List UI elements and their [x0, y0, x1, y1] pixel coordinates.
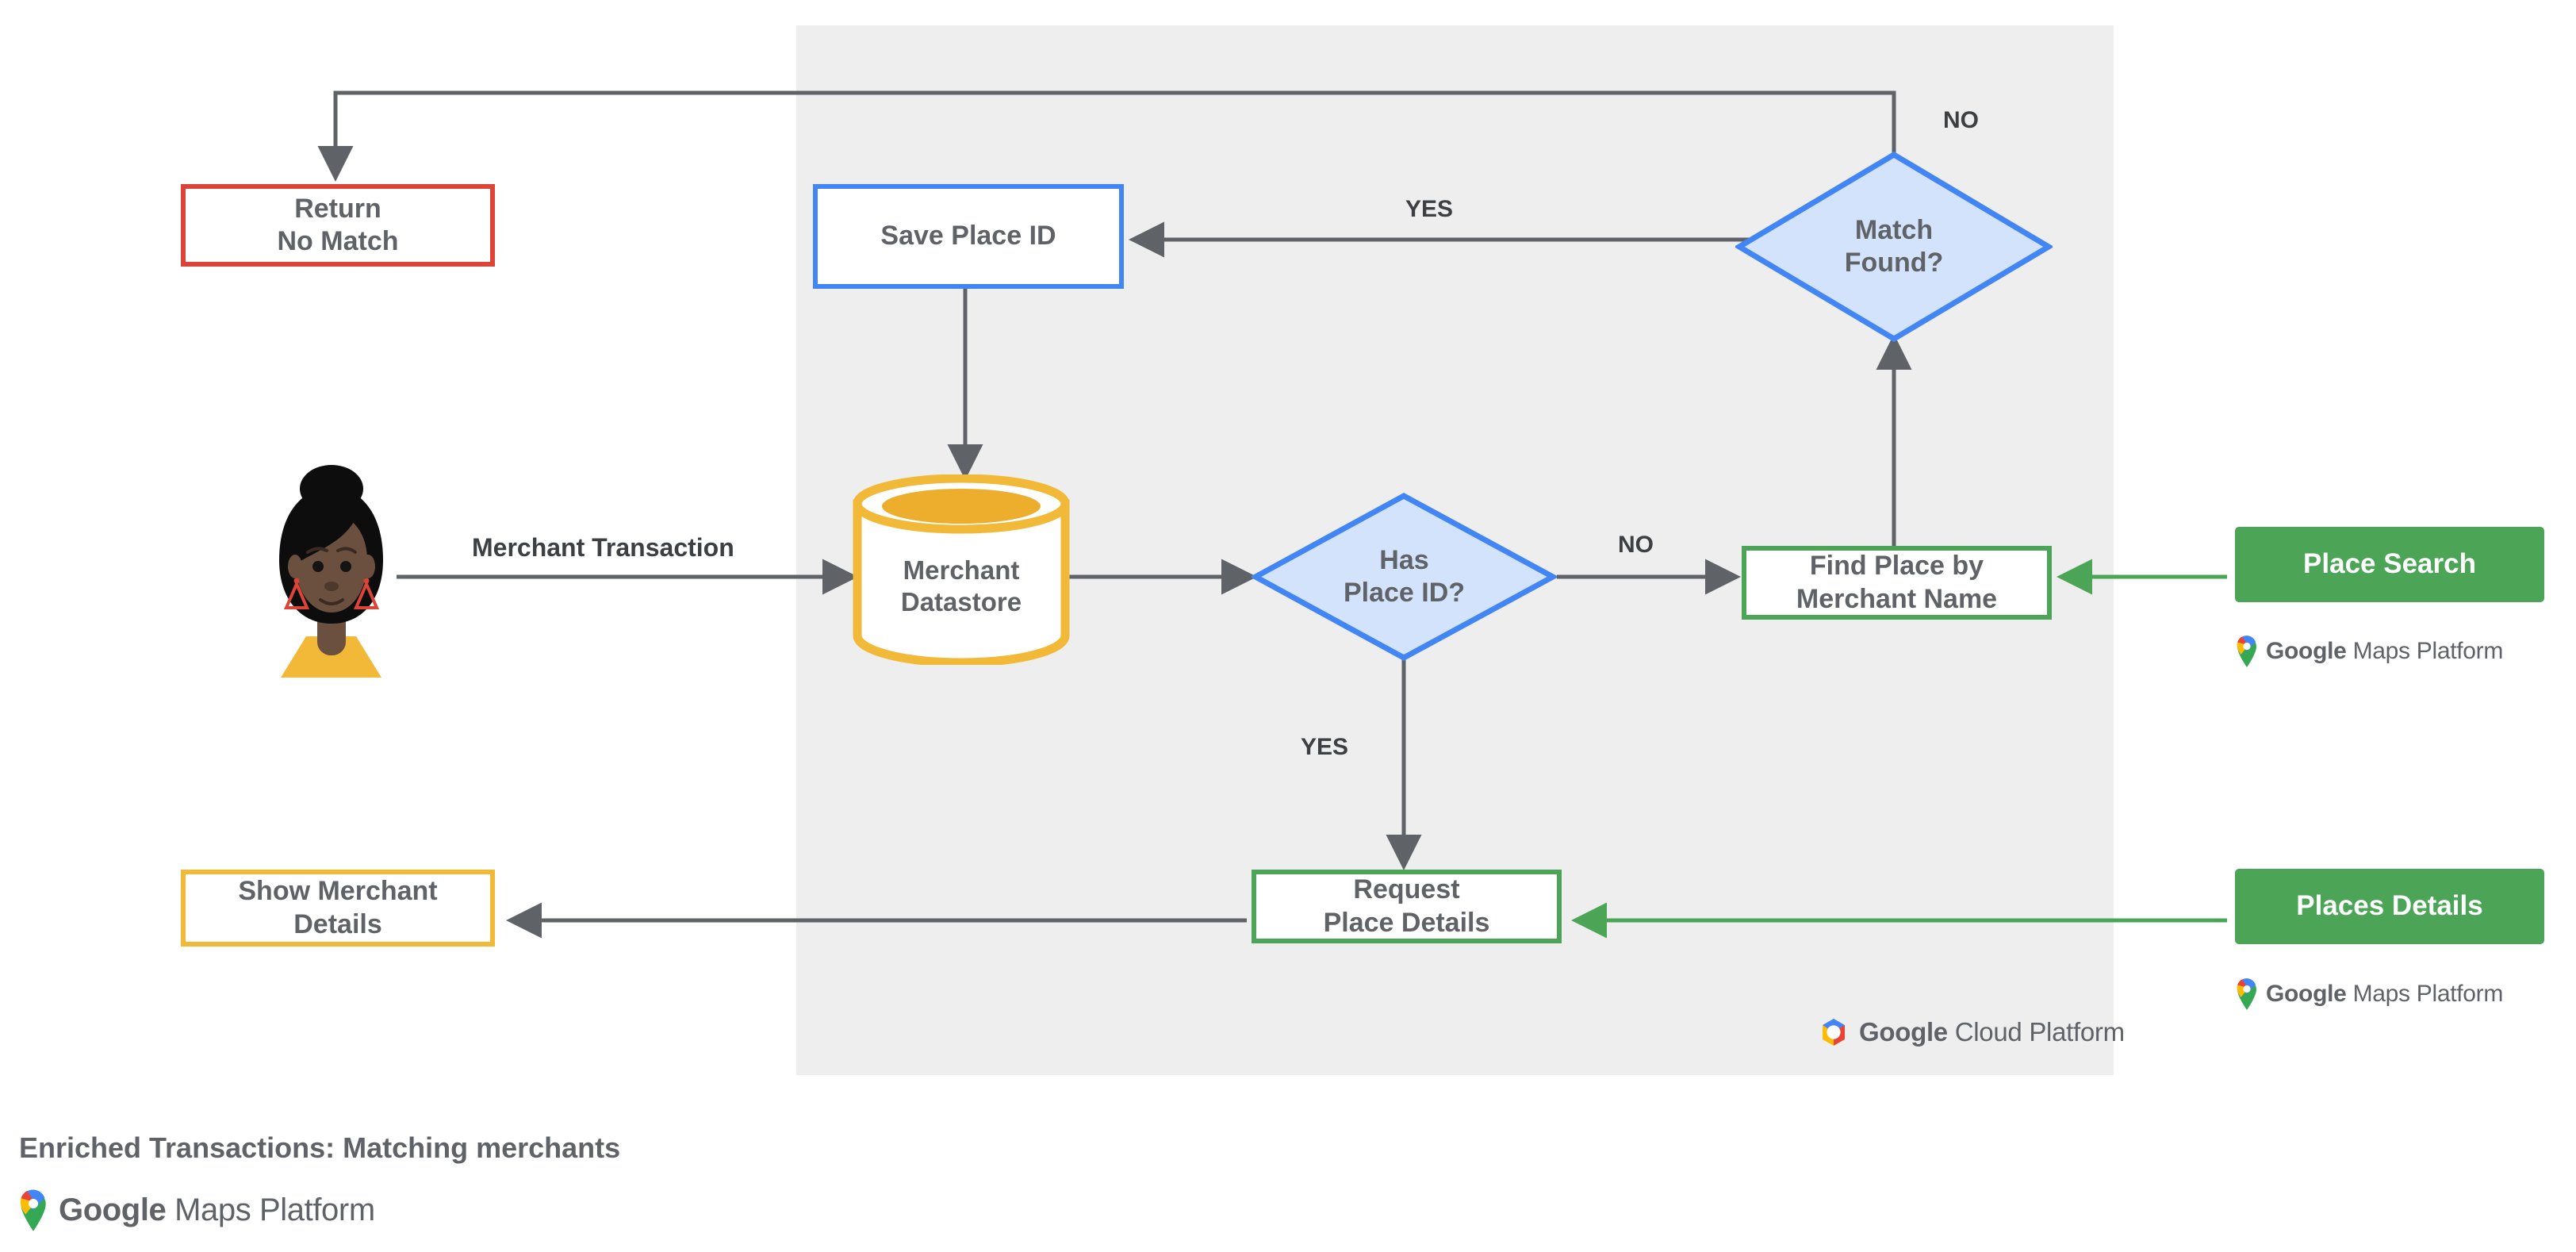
node-request-place-details[interactable]: Request Place Details — [1252, 870, 1562, 943]
node-show-merchant-details[interactable]: Show Merchant Details — [181, 870, 495, 947]
footer-google-maps-platform-logo: Google Maps Platform — [17, 1189, 375, 1232]
node-merchant-datastore-label: Merchant Datastore — [900, 555, 1022, 616]
google-maps-platform-logo-places-details: Google Maps Platform — [2235, 977, 2503, 1011]
google-maps-platform-logo-place-search: Google Maps Platform — [2235, 635, 2503, 668]
node-match-found-label: Match Found? — [1844, 214, 1944, 278]
google-maps-pin-icon — [20, 1189, 46, 1231]
node-match-found[interactable]: Match Found? — [1735, 151, 2053, 343]
google-cloud-platform-logo-text: Google Cloud Platform — [1859, 1017, 2125, 1047]
match-found-diamond-shape — [1735, 151, 2053, 343]
edge-label-no-match-found: NO — [1943, 107, 1979, 133]
logo-word-maps-platform: Maps Platform — [2346, 981, 2504, 1007]
node-return-no-match[interactable]: Return No Match — [181, 184, 495, 267]
logo-word-google: Google — [59, 1192, 167, 1227]
footer-logo-text: Google Maps Platform — [59, 1192, 375, 1228]
logo-word-cloud-platform: Cloud Platform — [1947, 1017, 2125, 1047]
node-merchant-datastore[interactable]: Merchant Datastore — [853, 474, 1070, 665]
google-cloud-platform-logo: Google Cloud Platform — [1818, 1016, 2125, 1048]
datastore-cylinder-shape — [853, 474, 1070, 665]
node-has-place-id-label: Has Place ID? — [1343, 544, 1466, 608]
google-maps-pin-icon — [2237, 978, 2256, 1010]
edge-label-no-has-place-id: NO — [1618, 532, 1654, 558]
node-has-place-id[interactable]: Has Place ID? — [1252, 492, 1557, 662]
edge-label-merchant-transaction: Merchant Transaction — [472, 533, 734, 562]
node-places-details[interactable]: Places Details — [2235, 869, 2544, 944]
google-cloud-hexagon-icon — [1823, 1019, 1845, 1046]
google-maps-platform-logo-text: Google Maps Platform — [2266, 638, 2503, 665]
logo-word-google: Google — [2266, 981, 2347, 1007]
logo-word-google: Google — [1859, 1017, 1948, 1047]
logo-word-maps-platform: Maps Platform — [2346, 638, 2504, 664]
has-place-id-diamond-shape — [1252, 493, 1557, 661]
google-maps-platform-logo-text: Google Maps Platform — [2266, 981, 2503, 1008]
node-save-place-id[interactable]: Save Place ID — [813, 184, 1124, 289]
node-find-place-by-merchant-name[interactable]: Find Place by Merchant Name — [1742, 546, 2052, 620]
logo-word-google: Google — [2266, 638, 2347, 664]
merchant-customer-avatar — [262, 465, 401, 679]
edge-label-yes-has-place-id: YES — [1301, 734, 1349, 760]
diagram-caption: Enriched Transactions: Matching merchant… — [19, 1131, 621, 1164]
google-maps-pin-icon — [2237, 636, 2256, 667]
node-place-search[interactable]: Place Search — [2235, 527, 2544, 602]
edge-label-yes-match-found: YES — [1405, 196, 1454, 222]
logo-word-maps-platform: Maps Platform — [166, 1192, 375, 1227]
